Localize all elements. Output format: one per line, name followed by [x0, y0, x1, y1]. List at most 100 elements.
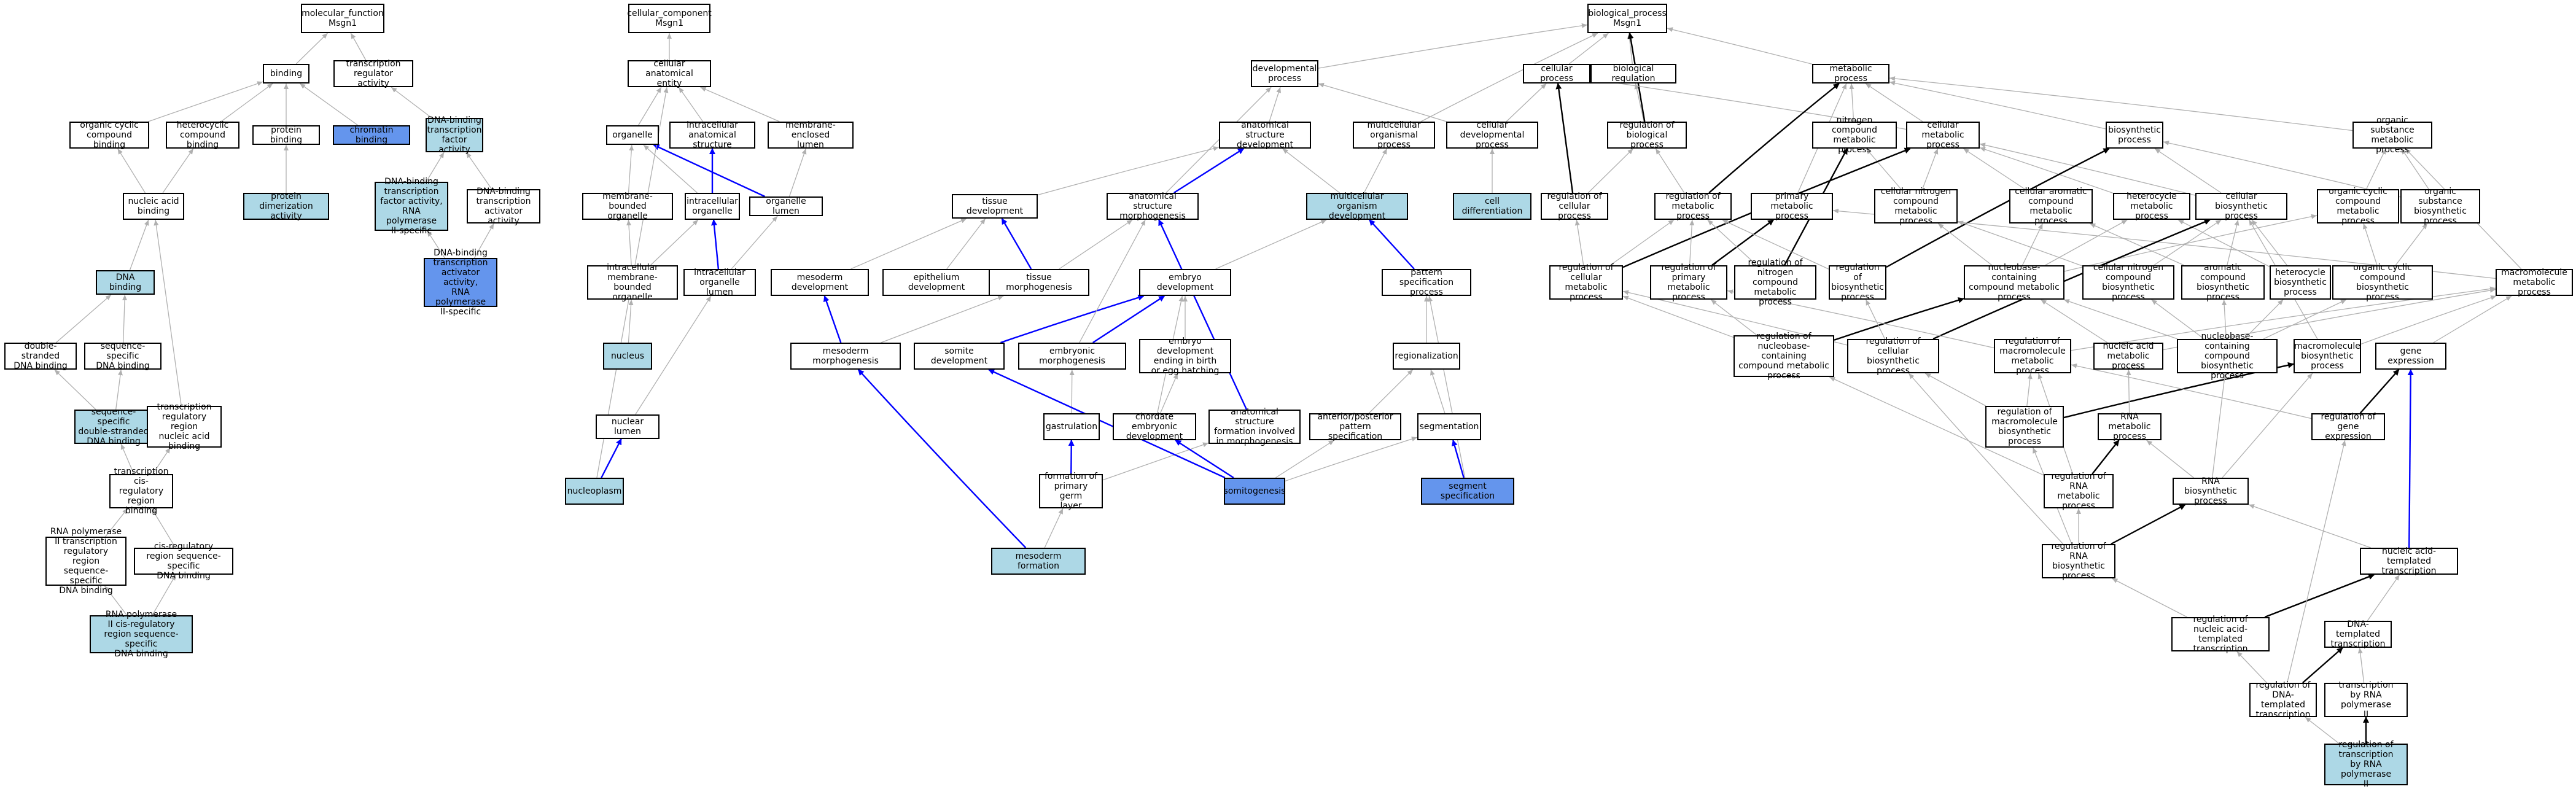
go-term-cacmp[interactable]: cellular aromatic compound metabolic pro…	[2009, 187, 2093, 226]
go-term-tcrb[interactable]: transcription cis-regulatory region bind…	[109, 467, 173, 516]
go-term-acbp[interactable]: aromatic compound biosynthetic process	[2181, 263, 2265, 302]
go-term-cmp[interactable]: cellular metabolic process	[1906, 120, 1980, 150]
go-term-tissd[interactable]: tissue development	[952, 194, 1038, 219]
go-term-mf[interactable]: molecular_function Msgn1	[301, 4, 384, 33]
go-term-nbccmp[interactable]: nucleobase-containing compound metabolic…	[1964, 263, 2064, 302]
go-term-rnatt[interactable]: regulation of nucleic acid-templated tra…	[2171, 615, 2270, 654]
go-term-mesd[interactable]: mesoderm development	[771, 269, 869, 296]
go-term-patspec[interactable]: pattern specification process	[1382, 268, 1471, 297]
go-term-celldiff[interactable]: cell differentiation	[1453, 193, 1531, 220]
go-term-gexp[interactable]: gene expression	[2375, 343, 2446, 370]
go-term-pdim[interactable]: protein dimerization activity	[243, 192, 329, 221]
go-term-mbo[interactable]: membrane-bounded organelle	[582, 192, 673, 221]
go-term-metp[interactable]: metabolic process	[1812, 64, 1889, 84]
go-term-trrnab[interactable]: transcription regulatory region nucleic …	[147, 402, 222, 451]
go-term-segspec[interactable]: segment specification	[1421, 478, 1514, 505]
go-term-cc[interactable]: cellular_component Msgn1	[627, 4, 712, 33]
go-term-chord[interactable]: chordate embryonic development	[1113, 412, 1196, 441]
go-term-binding[interactable]: binding	[263, 64, 309, 84]
go-term-bp[interactable]: biological_process Msgn1	[1587, 4, 1667, 33]
go-term-nucleoplasm[interactable]: nucleoplasm	[565, 478, 624, 505]
go-term-tpol2[interactable]: transcription by RNA polymerase II	[2324, 680, 2408, 720]
go-term-rcp[interactable]: regulation of cellular process	[1541, 192, 1608, 221]
go-term-rge[interactable]: regulation of gene expression	[2311, 412, 2385, 441]
go-term-hbp[interactable]: heterocycle biosynthetic process	[2270, 265, 2331, 300]
go-term-asm[interactable]: anatomical structure morphogenesis	[1107, 192, 1199, 221]
go-term-rnamp[interactable]: RNA metabolic process	[2098, 412, 2162, 441]
go-term-rcmp[interactable]: regulation of cellular metabolic process	[1549, 263, 1623, 302]
go-term-rpmp[interactable]: regulation of primary metabolic process	[1650, 263, 1727, 302]
go-term-tissm[interactable]: tissue morphogenesis	[989, 269, 1089, 296]
go-term-rmbp[interactable]: regulation of macromolecule biosynthetic…	[1985, 406, 2064, 448]
go-term-cdp[interactable]: cellular developmental process	[1446, 120, 1538, 150]
go-term-occbp[interactable]: organic cyclic compound biosynthetic pro…	[2332, 263, 2433, 302]
go-term-osbp[interactable]: organic substance biosynthetic process	[2400, 187, 2480, 226]
go-term-bioreg[interactable]: biological regulation	[1590, 64, 1676, 84]
go-term-regionalization[interactable]: regionalization	[1393, 343, 1460, 370]
go-term-rrnamp[interactable]: regulation of RNA metabolic process	[2044, 472, 2114, 511]
go-term-rdtt[interactable]: regulation of DNA-templated transcriptio…	[2249, 680, 2317, 720]
go-term-gastrulation[interactable]: gastrulation	[1043, 413, 1100, 440]
go-term-chrom-bind[interactable]: chromatin binding	[333, 125, 410, 145]
go-term-nab[interactable]: nucleic acid binding	[123, 193, 184, 220]
go-term-pol2crrss[interactable]: RNA polymerase II cis-regulatory region …	[90, 610, 193, 659]
go-term-nucleus[interactable]: nucleus	[603, 343, 652, 370]
go-term-segmentation[interactable]: segmentation	[1417, 413, 1481, 440]
go-term-pmp[interactable]: primary metabolic process	[1751, 192, 1833, 221]
go-term-dbtf[interactable]: DNA-binding transcription factor activit…	[426, 115, 483, 155]
go-term-mod[interactable]: multicellular organism development	[1306, 192, 1408, 221]
go-term-fpgl[interactable]: formation of primary germ layer	[1039, 472, 1103, 511]
go-term-mesf[interactable]: mesoderm formation	[991, 548, 1086, 575]
go-term-cbp[interactable]: cellular biosynthetic process	[2195, 192, 2287, 221]
go-term-mmp[interactable]: macromolecule metabolic process	[2496, 268, 2573, 297]
go-term-cncmp[interactable]: cellular nitrogen compound metabolic pro…	[1874, 187, 1958, 226]
go-term-namp[interactable]: nucleic acid metabolic process	[2093, 341, 2163, 371]
go-term-somitogenesis[interactable]: somitogenesis	[1224, 478, 1285, 505]
go-term-dbtf-pol2[interactable]: DNA-binding transcription factor activit…	[375, 177, 448, 236]
go-term-pol2trrss[interactable]: RNA polymerase II transcription regulato…	[45, 527, 126, 596]
go-term-org-cyc-bind[interactable]: organic cyclic compound binding	[69, 120, 149, 150]
go-term-embdb[interactable]: embryo development ending in birth or eg…	[1139, 336, 1231, 376]
go-term-rmp[interactable]: regulation of metabolic process	[1654, 192, 1732, 221]
go-term-appspec[interactable]: anterior/posterior pattern specification	[1309, 412, 1401, 441]
go-term-cellp[interactable]: cellular process	[1523, 64, 1590, 84]
go-term-rtpol2[interactable]: regulation of transcription by RNA polym…	[2324, 740, 2408, 789]
go-term-dbta-pol2[interactable]: DNA-binding transcription activator acti…	[424, 248, 497, 317]
go-term-biosyn[interactable]: biosynthetic process	[2106, 122, 2163, 149]
go-term-embd[interactable]: embryo development	[1139, 269, 1231, 296]
go-term-rnabp[interactable]: RNA biosynthetic process	[2173, 476, 2249, 506]
go-term-cae[interactable]: cellular anatomical entity	[628, 59, 711, 88]
go-term-osmp[interactable]: organic substance metabolic process	[2352, 115, 2432, 155]
go-term-dnab[interactable]: DNA binding	[96, 270, 155, 295]
go-term-ncmp[interactable]: nitrogen compound metabolic process	[1812, 115, 1897, 155]
go-term-asd[interactable]: anatomical structure development	[1219, 120, 1311, 150]
go-term-dsdna[interactable]: double-stranded DNA binding	[4, 341, 77, 371]
go-term-rrnabp[interactable]: regulation of RNA biosynthetic process	[2042, 542, 2115, 581]
go-term-hmp[interactable]: heterocycle metabolic process	[2113, 192, 2190, 221]
go-term-organelle[interactable]: organelle	[606, 125, 659, 145]
go-term-mesm[interactable]: mesoderm morphogenesis	[790, 343, 901, 370]
go-term-rmmp[interactable]: regulation of macromolecule metabolic pr…	[1994, 336, 2071, 376]
go-term-ias[interactable]: intracellular anatomical structure	[669, 120, 755, 150]
go-term-rbp[interactable]: regulation of biological process	[1607, 120, 1687, 150]
go-term-mop[interactable]: multicellular organismal process	[1353, 120, 1435, 150]
go-term-imbo[interactable]: intracellular membrane-bounded organelle	[587, 263, 678, 302]
go-term-rnbccmp[interactable]: regulation of nucleobase-containing comp…	[1734, 332, 1834, 381]
go-term-epid[interactable]: epithelium development	[882, 269, 990, 296]
go-term-ssdna[interactable]: sequence-specific DNA binding	[84, 341, 161, 371]
go-term-somd[interactable]: somite development	[914, 343, 1005, 370]
go-term-io[interactable]: intracellular organelle	[685, 193, 740, 220]
go-term-ssdsdna[interactable]: sequence-specific double-stranded DNA bi…	[74, 407, 153, 446]
go-term-asfim[interactable]: anatomical structure formation involved …	[1208, 407, 1301, 446]
go-term-cncbp[interactable]: cellular nitrogen compound biosynthetic …	[2082, 263, 2174, 302]
go-term-olumen[interactable]: organelle lumen	[749, 196, 823, 216]
go-term-nbccbp[interactable]: nucleobase-containing compound biosynthe…	[2177, 332, 2278, 381]
go-term-embm[interactable]: embryonic morphogenesis	[1018, 343, 1126, 370]
go-term-mel[interactable]: membrane-enclosed lumen	[768, 120, 854, 150]
go-term-rncmp[interactable]: regulation of nitrogen compound metaboli…	[1734, 258, 1816, 307]
go-term-dtt[interactable]: DNA-templated transcription	[2324, 620, 2392, 649]
go-term-het-bind[interactable]: heterocyclic compound binding	[166, 120, 239, 150]
go-term-natt[interactable]: nucleic acid-templated transcription	[2360, 546, 2458, 576]
go-term-iol[interactable]: intracellular organelle lumen	[683, 268, 756, 297]
go-term-crrss[interactable]: cis-regulatory region sequence-specific …	[134, 542, 233, 581]
